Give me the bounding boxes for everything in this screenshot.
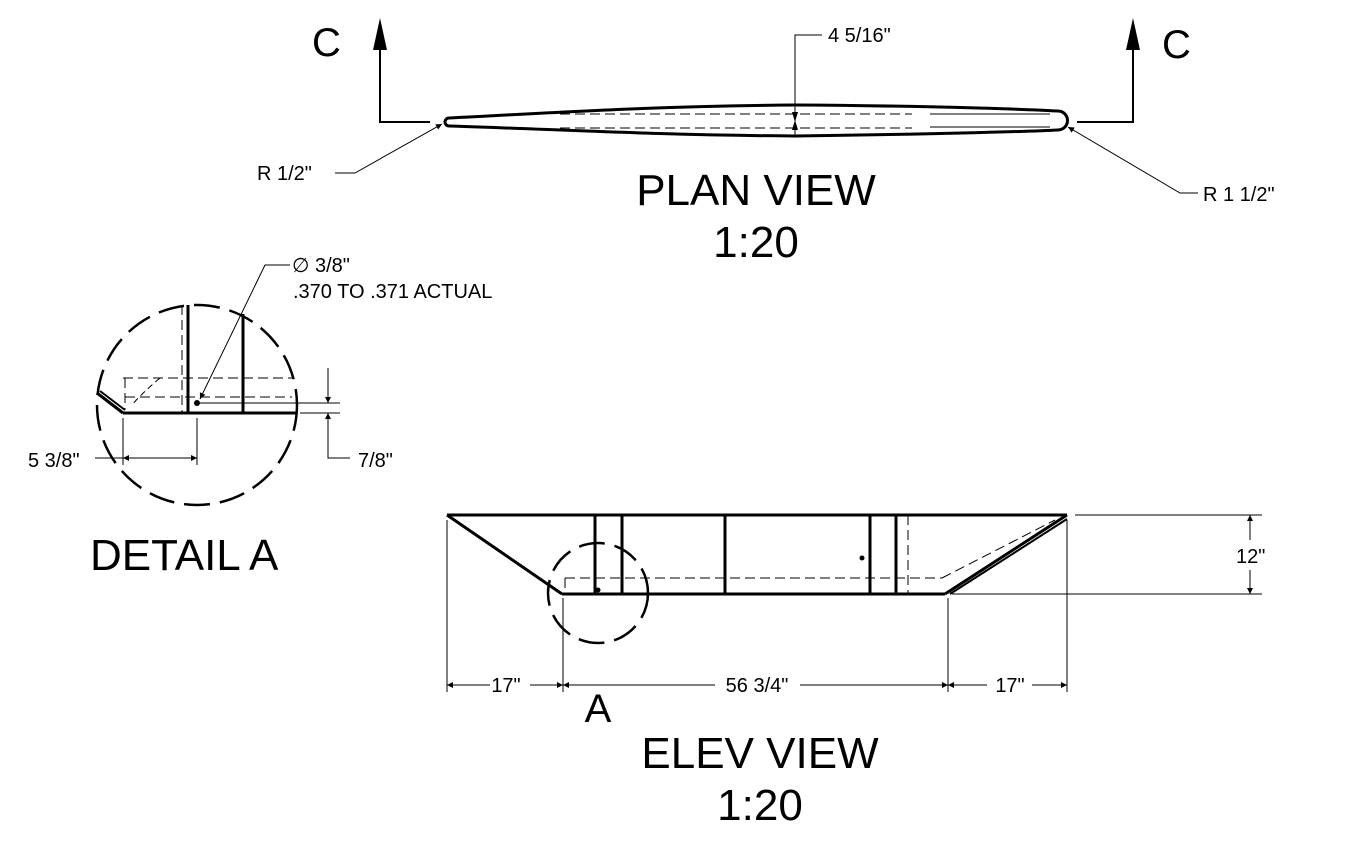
vertical-dim-label: 7/8" (358, 450, 393, 472)
width-dimension: 4 5/16" (792, 25, 891, 135)
left-dim-label: 17" (491, 675, 520, 697)
center-dim-label: 56 3/4" (726, 675, 789, 697)
height-dimension: 12" (952, 514, 1265, 595)
arrow-up-icon (1126, 18, 1140, 50)
elev-view-title: ELEV VIEW (641, 729, 879, 778)
elev-view: A 17" 56 3/4" 17" 12" ELEV VIEW 1:20 (446, 513, 1265, 830)
hole-callout: ∅ 3/8" .370 TO .371 ACTUAL (199, 255, 492, 400)
detail-boundary (95, 303, 299, 507)
dim-5-3-8: 5 3/8" (28, 418, 198, 472)
hole-diameter-label: ∅ 3/8" (292, 255, 350, 277)
plan-view: C C 4 5/16" R 1/2" R 1 1/2" PLAN VIEW 1:… (257, 18, 1275, 267)
elev-view-scale: 1:20 (717, 781, 803, 830)
radius-right-label: R 1 1/2" (1203, 184, 1275, 206)
section-marker-right: C (1162, 23, 1191, 67)
plan-outline (443, 103, 1069, 138)
hole (194, 400, 200, 406)
radius-left-label: R 1/2" (257, 163, 312, 185)
detail-a-callout: A (585, 687, 612, 731)
right-dim-label: 17" (995, 675, 1024, 697)
arrow-up-icon (373, 18, 387, 50)
plan-view-scale: 1:20 (713, 218, 799, 267)
radius-left-leader: R 1/2" (257, 123, 443, 185)
horizontal-dim-label: 5 3/8" (28, 450, 80, 472)
height-dim-label: 12" (1236, 546, 1265, 568)
width-dim-label: 4 5/16" (828, 25, 891, 47)
section-arrow-left: C (312, 18, 430, 123)
dim-7-8: 7/8" (200, 368, 393, 472)
detail-a-title: DETAIL A (90, 531, 279, 580)
plan-view-title: PLAN VIEW (636, 166, 876, 215)
section-marker-left: C (312, 21, 341, 65)
detail-a-callout-circle (546, 541, 650, 645)
section-arrow-right: C (1077, 18, 1191, 123)
radius-right-leader: R 1 1/2" (1067, 126, 1275, 206)
detail-a: ∅ 3/8" .370 TO .371 ACTUAL 5 3/8" 7/8" D… (28, 255, 492, 580)
length-dimensions: 17" 56 3/4" 17" (446, 520, 1068, 697)
hole-tolerance-label: .370 TO .371 ACTUAL (293, 281, 492, 303)
